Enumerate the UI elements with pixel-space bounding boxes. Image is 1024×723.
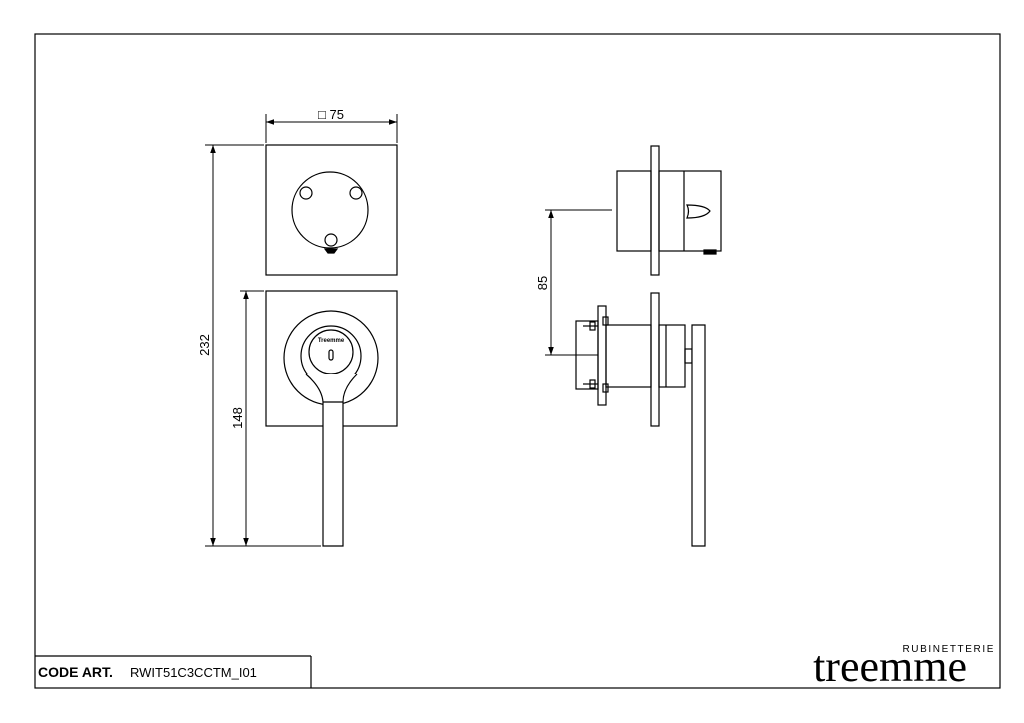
lever-hub-side: [658, 324, 686, 388]
logo-subtitle: RUBINETTERIE: [902, 644, 995, 655]
lower-wall-plate-side: [650, 292, 660, 427]
cartridge-flange: [597, 305, 607, 406]
title-block: [35, 655, 312, 688]
cartridge-body: [605, 324, 652, 388]
brand-engraving: Treemme: [318, 338, 345, 344]
total-height-dimension-text: 232: [197, 334, 212, 356]
knob-dot-left: [299, 186, 313, 200]
knob-dot-bottom: [324, 233, 338, 247]
knob-dot-right: [349, 186, 363, 200]
depth-dimension-text: 85: [535, 276, 550, 290]
lever-handle: [305, 373, 358, 547]
code-art-label: CODE ART.: [38, 664, 113, 680]
side-view: [575, 145, 722, 547]
upper-knob-side: [658, 170, 722, 252]
lower-height-dimension-text: 148: [230, 407, 245, 429]
upper-plate: [265, 144, 398, 276]
upper-body-side: [616, 170, 652, 252]
lever-screw: [328, 349, 334, 361]
diverter-knob: [291, 171, 369, 249]
lever-cap: [308, 329, 354, 375]
logo-name: treemme: [813, 642, 967, 691]
knob-tab: [323, 248, 339, 254]
code-art-value: RWIT51C3CCTM_I01: [130, 665, 257, 680]
front-view: [265, 144, 398, 547]
sheet-border: [34, 33, 1001, 689]
upper-wall-plate-side: [650, 145, 660, 276]
upper-knob-notch: [686, 204, 711, 219]
front-dimensions: [205, 114, 398, 547]
width-dimension-text: □ 75: [318, 107, 344, 122]
side-dimensions: [545, 209, 612, 356]
lever-handle-side: [691, 324, 706, 547]
